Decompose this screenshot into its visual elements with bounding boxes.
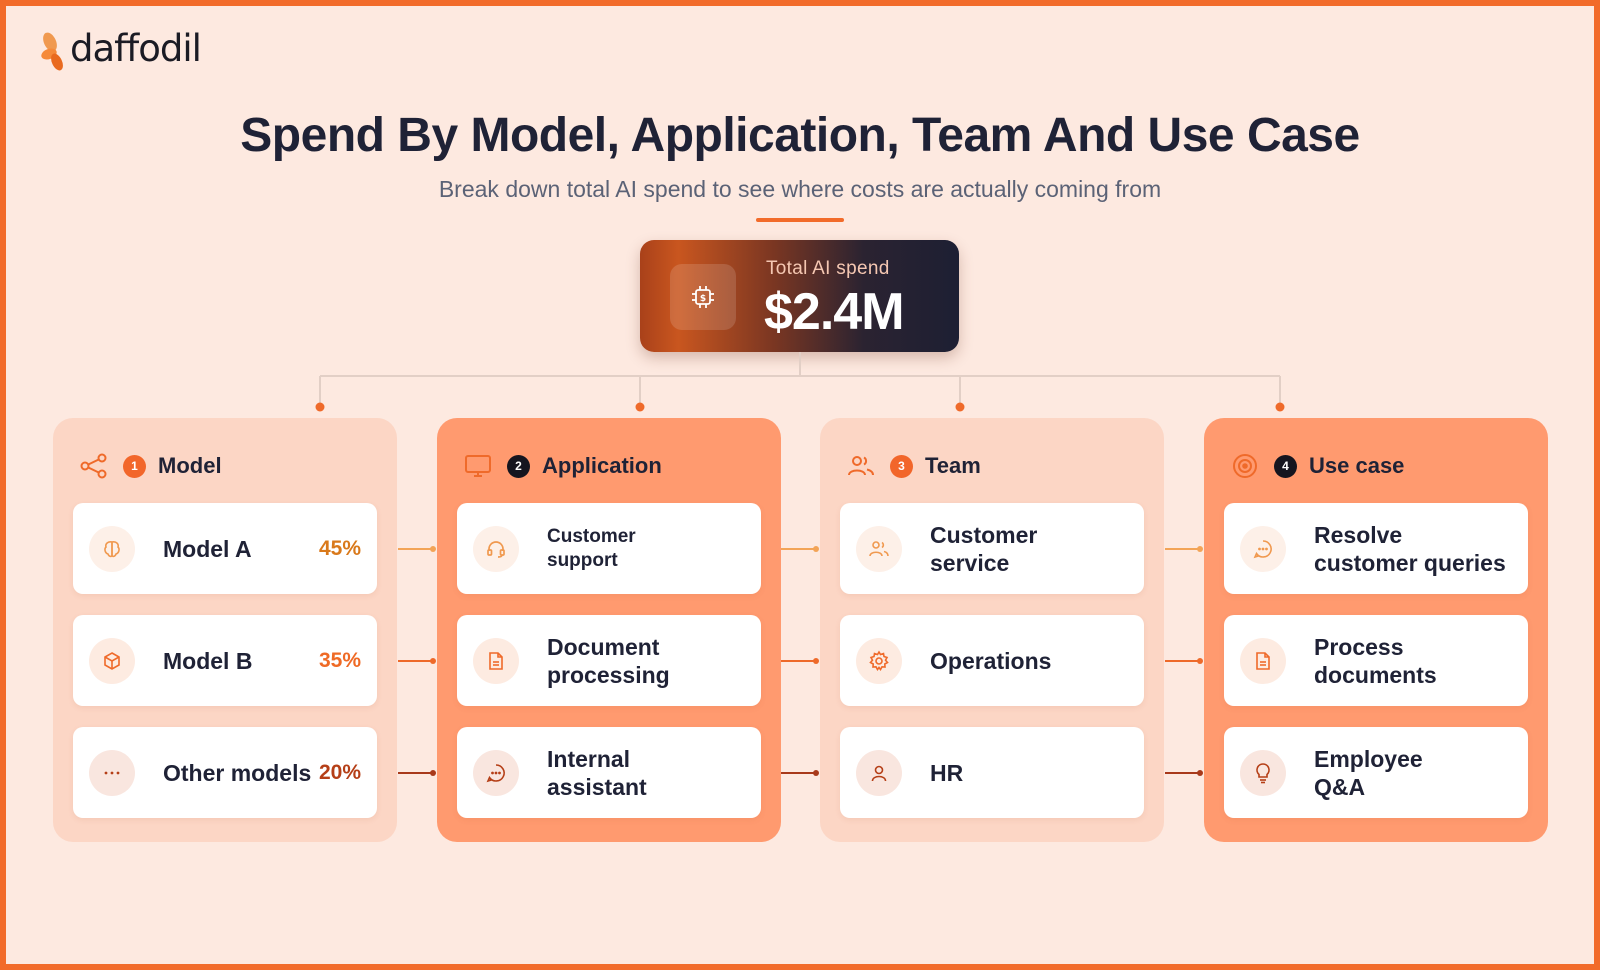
cube-icon <box>89 637 135 684</box>
column-header: 3 Team <box>846 450 981 482</box>
card-label: Customer service <box>930 521 1038 576</box>
customer-support-card: Customer support <box>457 503 761 594</box>
card-percentage: 45% <box>318 536 361 560</box>
column-application: 2 Application Customer support Document … <box>437 418 781 842</box>
page-title: Spend By Model, Application, Team And Us… <box>240 109 1360 162</box>
employee-qa-card: Employee Q&A <box>1224 727 1528 818</box>
svg-text:$: $ <box>700 294 706 304</box>
resolve-queries-card: Resolve customer queries <box>1224 503 1528 594</box>
chat-bubble-icon <box>473 749 519 796</box>
card-percentage: 35% <box>318 648 361 672</box>
hr-card: HR <box>840 727 1144 818</box>
card-label: Document processing <box>547 633 670 688</box>
step-number: 1 <box>123 454 146 478</box>
card-label: Operations <box>930 647 1052 674</box>
page-subtitle: Break down total AI spend to see where c… <box>438 176 1162 202</box>
card-label: Model B <box>163 647 253 674</box>
card-label: Customer support <box>547 525 636 571</box>
step-number: 4 <box>1274 454 1297 478</box>
user-icon <box>856 749 902 796</box>
column-header: 4 Use case <box>1230 450 1404 482</box>
column-header: 1 Model <box>79 450 222 482</box>
daffodil-flower-icon <box>41 32 63 71</box>
column-title: Team <box>925 453 981 478</box>
customer-service-card: Customer service <box>840 503 1144 594</box>
other-models-card: Other models 20% <box>73 727 377 818</box>
total-spend-value: $2.4M <box>764 283 905 341</box>
ellipsis-icon <box>89 749 135 796</box>
brain-icon <box>89 525 135 572</box>
column-team: 3 Team Customer service Operations HR <box>820 418 1164 842</box>
operations-card: Operations <box>840 615 1144 706</box>
card-label: Internal assistant <box>547 745 647 800</box>
internal-assistant-card: Internal assistant <box>457 727 761 818</box>
headset-icon <box>473 525 519 572</box>
model-b-card: Model B 35% <box>73 615 377 706</box>
card-percentage: 20% <box>318 760 361 784</box>
title-underline <box>756 218 844 222</box>
card-label: Other models <box>163 759 312 786</box>
card-label: Resolve customer queries <box>1314 521 1506 576</box>
total-spend-label: Total AI spend <box>766 258 890 279</box>
document-processing-card: Document processing <box>457 615 761 706</box>
document-icon <box>473 637 519 684</box>
column-header: 2 Application <box>463 450 662 482</box>
share-nodes-icon <box>79 451 109 481</box>
column-model: 1 Model Model A 45% Model B 35% Other mo… <box>53 418 397 842</box>
process-documents-card: Process documents <box>1224 615 1528 706</box>
total-spend-card: $ Total AI spend $2.4M <box>640 240 959 352</box>
target-icon <box>1230 451 1260 481</box>
users-icon <box>856 525 902 572</box>
column-title: Model <box>158 453 222 478</box>
column-title: Use case <box>1309 453 1405 478</box>
card-label: Process documents <box>1314 633 1437 688</box>
column-use-case: 4 Use case Resolve customer queries Proc… <box>1204 418 1548 842</box>
chip-dollar-icon: $ <box>670 264 736 330</box>
brand-name: daffodil <box>70 26 202 70</box>
card-label: Model A <box>163 535 252 562</box>
brand-logo: daffodil <box>40 24 202 72</box>
gear-icon <box>856 637 902 684</box>
monitor-icon <box>463 451 493 481</box>
document-icon <box>1240 637 1286 684</box>
chat-bubble-icon <box>1240 525 1286 572</box>
card-label: Employee Q&A <box>1314 745 1423 800</box>
column-title: Application <box>542 453 662 478</box>
card-label: HR <box>930 759 964 786</box>
users-icon <box>846 451 876 481</box>
model-a-card: Model A 45% <box>73 503 377 594</box>
lightbulb-icon <box>1240 749 1286 796</box>
step-number: 3 <box>890 454 913 478</box>
step-number: 2 <box>507 454 530 478</box>
